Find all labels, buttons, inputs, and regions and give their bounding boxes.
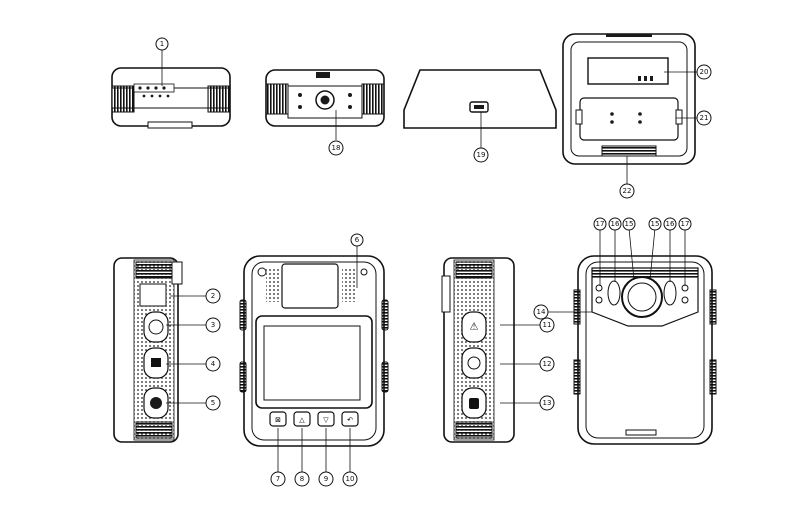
svg-text:16: 16	[611, 220, 620, 228]
svg-text:10: 10	[346, 475, 355, 483]
svg-text:18: 18	[332, 144, 341, 152]
svg-text:15: 15	[651, 220, 660, 228]
callout-7: 7	[270, 471, 286, 487]
dock-side-view	[403, 69, 557, 129]
top-view-camera	[111, 67, 231, 129]
svg-text:2: 2	[211, 292, 215, 300]
leader-lines	[161, 50, 697, 472]
svg-text:12: 12	[543, 360, 552, 368]
svg-text:↶: ↶	[347, 416, 353, 424]
callout-13: 13	[539, 395, 555, 411]
callout-16b: 16	[663, 217, 677, 231]
callout-17b: 17	[678, 217, 692, 231]
svg-text:19: 19	[477, 151, 486, 159]
svg-text:△: △	[299, 416, 305, 424]
svg-text:6: 6	[355, 236, 360, 244]
svg-text:1: 1	[160, 40, 164, 48]
svg-text:17: 17	[596, 220, 605, 228]
callout-2: 2	[205, 288, 221, 304]
svg-text:16: 16	[666, 220, 675, 228]
svg-text:7: 7	[276, 475, 280, 483]
svg-text:4: 4	[211, 360, 216, 368]
svg-text:14: 14	[537, 308, 546, 316]
callout-18: 18	[328, 140, 344, 156]
dock-top-view	[562, 33, 696, 165]
svg-text:5: 5	[211, 399, 215, 407]
front-screen-view: ⊠ △ ▽ ↶	[239, 255, 389, 447]
callout-8: 8	[294, 471, 310, 487]
svg-text:11: 11	[543, 321, 552, 329]
callout-4: 4	[205, 356, 221, 372]
svg-text:⊠: ⊠	[275, 416, 281, 424]
svg-text:3: 3	[211, 321, 215, 329]
svg-text:9: 9	[324, 475, 328, 483]
back-lens-view	[573, 255, 717, 445]
callout-10: 10	[342, 471, 358, 487]
callout-5: 5	[205, 395, 221, 411]
svg-text:20: 20	[700, 68, 709, 76]
callout-16a: 16	[608, 217, 622, 231]
svg-text:⚠: ⚠	[470, 322, 479, 333]
svg-text:▽: ▽	[323, 416, 329, 424]
callout-21: 21	[696, 110, 712, 126]
callout-14: 14	[533, 304, 549, 320]
callout-17a: 17	[593, 217, 607, 231]
callout-19: 19	[473, 147, 489, 163]
callout-15b: 15	[648, 217, 662, 231]
right-side-view: ⚠	[441, 257, 515, 443]
callout-15a: 15	[622, 217, 636, 231]
callout-3: 3	[205, 317, 221, 333]
callout-9: 9	[318, 471, 334, 487]
callout-22: 22	[619, 183, 635, 199]
svg-text:13: 13	[543, 399, 552, 407]
svg-text:22: 22	[623, 187, 632, 195]
svg-text:17: 17	[681, 220, 690, 228]
svg-text:8: 8	[300, 475, 304, 483]
callout-6: 6	[350, 233, 364, 247]
left-side-view	[113, 257, 183, 443]
callout-20: 20	[696, 64, 712, 80]
callout-12: 12	[539, 356, 555, 372]
svg-text:15: 15	[625, 220, 634, 228]
callout-1: 1	[155, 37, 169, 51]
callout-11: 11	[539, 317, 555, 333]
bottom-view-camera	[265, 69, 385, 127]
svg-text:21: 21	[700, 114, 709, 122]
